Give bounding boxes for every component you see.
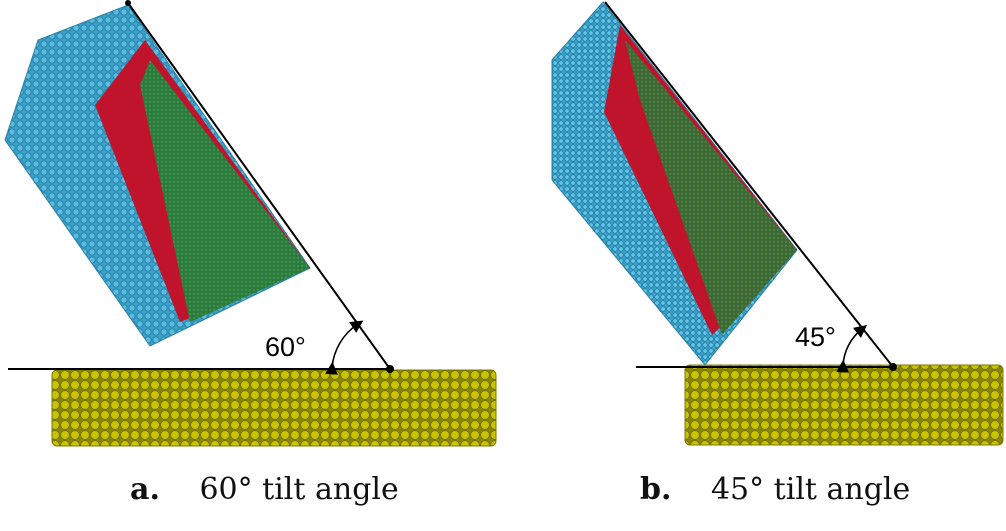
tool-green-layer-b	[625, 40, 797, 335]
angle-arc-a	[325, 320, 364, 375]
angle-label-a: 60°	[265, 332, 306, 362]
workpiece-a	[51, 369, 497, 447]
caption-text-a: 60° tilt angle	[199, 472, 399, 507]
tool-top-a	[125, 0, 131, 6]
tool-rake-line-a	[127, 2, 391, 370]
tool-tip-b	[889, 363, 897, 371]
panel-b: 45°	[551, 1, 1004, 446]
caption-text-b: 45° tilt angle	[710, 472, 911, 507]
caption-letter-b: b.	[640, 472, 672, 507]
caption-letter-a: a.	[130, 472, 160, 507]
tool-green-layer-a	[140, 60, 310, 322]
caption-a: a. 60° tilt angle	[130, 472, 399, 507]
workpiece-b	[684, 364, 1004, 446]
cutting-tool-a	[4, 4, 311, 347]
panel-a: 60°	[4, 0, 497, 447]
angle-arc-b	[836, 325, 868, 373]
angle-label-b: 45°	[795, 322, 836, 352]
tool-rake-line-b	[604, 1, 894, 368]
caption-b: b. 45° tilt angle	[640, 472, 910, 507]
tool-tip-a	[386, 365, 394, 373]
cutting-tool-b	[551, 1, 798, 366]
